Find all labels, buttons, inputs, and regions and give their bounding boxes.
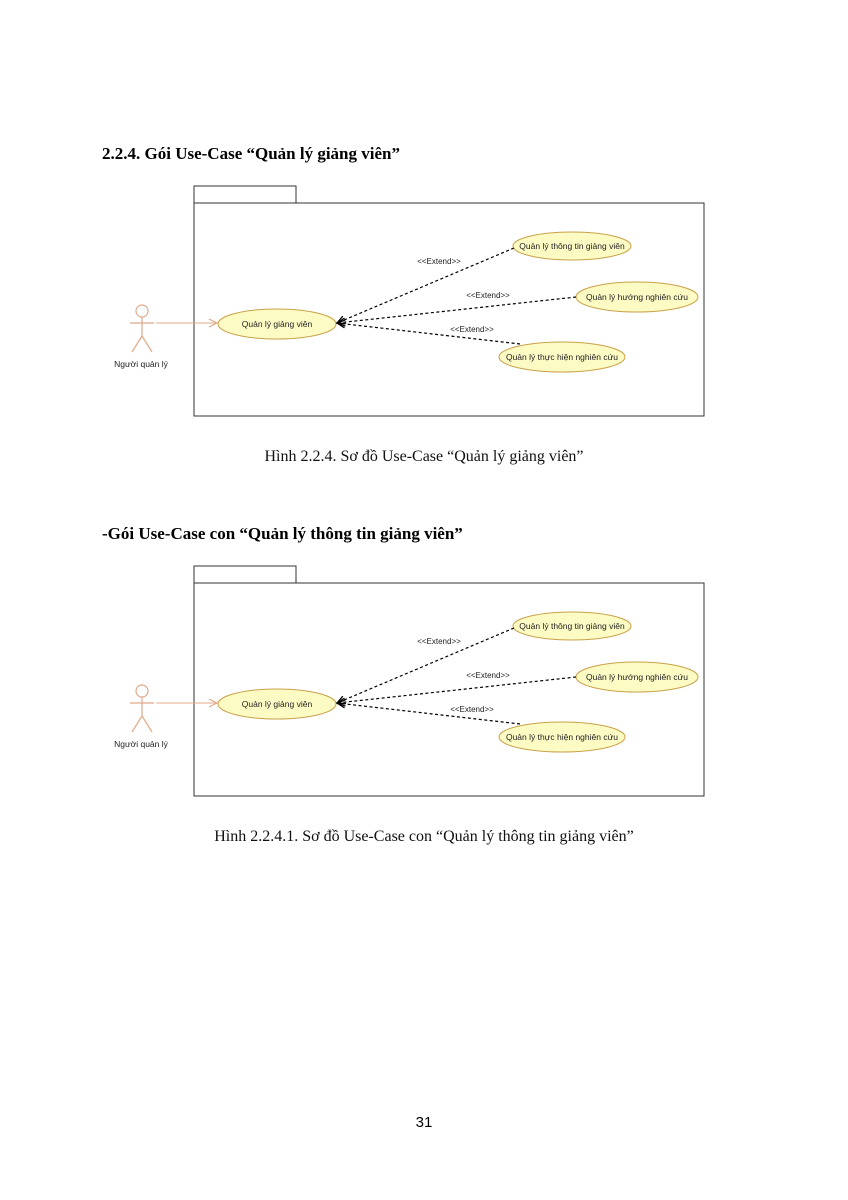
use-case-main-label: Quản lý giảng viên <box>242 699 313 709</box>
actor-figure <box>130 684 154 733</box>
extend-label: <<Extend>> <box>466 291 510 300</box>
use-case-extension-label: Quản lý thực hiện nghiên cứu <box>506 732 618 742</box>
figure-caption: Hình 2.2.4. Sơ đồ Use-Case “Quản lý giản… <box>264 448 584 465</box>
package-tab <box>193 565 297 584</box>
extend-dependency <box>337 676 577 703</box>
use-case-extension-label: Quản lý thông tin giảng viên <box>519 241 625 251</box>
page-number: 31 <box>415 1114 433 1131</box>
use-case-extension-label: Quản lý hướng nghiên cứu <box>586 292 688 302</box>
extend-dependency <box>337 296 577 323</box>
use-case-main-label: Quản lý giảng viên <box>242 319 313 329</box>
actor-label: Người quản lý <box>114 359 169 369</box>
actor-label: Người quản lý <box>114 739 169 749</box>
use-case-diagram: Người quản lý Quản lý giảng viên Quản lý… <box>100 184 720 424</box>
use-case-extension <box>512 231 632 261</box>
extend-dependency <box>337 627 515 703</box>
extend-label: <<Extend>> <box>466 671 510 680</box>
use-case-extension <box>498 341 626 373</box>
figure-caption: Hình 2.2.4.1. Sơ đồ Use-Case con “Quản l… <box>214 828 634 845</box>
use-case-extension-label: Quản lý thực hiện nghiên cứu <box>506 352 618 362</box>
use-case-extension <box>498 721 626 753</box>
actor-figure <box>130 304 154 353</box>
use-case-diagram: Người quản lý Quản lý giảng viên Quản lý… <box>100 564 720 804</box>
extend-dependency <box>337 247 515 323</box>
use-case-extension-label: Quản lý hướng nghiên cứu <box>586 672 688 682</box>
extend-label: <<Extend>> <box>450 325 494 334</box>
use-case-extension-label: Quản lý thông tin giảng viên <box>519 621 625 631</box>
package-tab <box>193 185 297 204</box>
extend-label: <<Extend>> <box>417 637 461 646</box>
section-heading: -Gói Use-Case con “Quản lý thông tin giả… <box>102 524 463 543</box>
section-heading: 2.2.4. Gói Use-Case “Quản lý giảng viên” <box>102 144 400 163</box>
extend-label: <<Extend>> <box>450 705 494 714</box>
extend-label: <<Extend>> <box>417 257 461 266</box>
use-case-extension <box>512 611 632 641</box>
